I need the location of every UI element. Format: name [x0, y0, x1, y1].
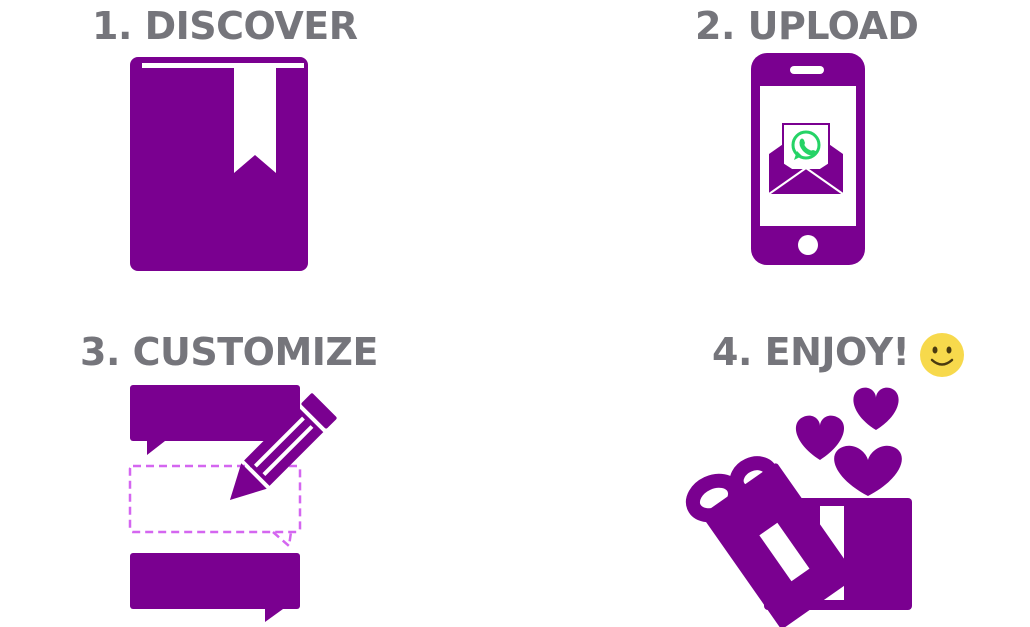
- pencil-icon: [229, 393, 337, 501]
- chat-bubble-bottom: [130, 553, 300, 622]
- step-1-title: 1. DISCOVER: [92, 4, 358, 48]
- heart-small-left: [795, 415, 845, 460]
- whatsapp-logo-icon: [791, 130, 821, 160]
- heart-center: [834, 445, 902, 496]
- phone-whatsapp-mail-icon: [751, 53, 865, 265]
- gift-bow: [685, 456, 779, 523]
- step-2-title: 2. UPLOAD: [695, 4, 919, 48]
- smiley-face-icon: [920, 333, 964, 377]
- chat-bubble-top: [130, 385, 300, 455]
- heart-top-right: [853, 387, 899, 430]
- gift-hearts-icon: [685, 387, 912, 627]
- envelope-icon: [768, 123, 844, 195]
- dashed-text-box: [128, 464, 302, 549]
- gift-lid: [702, 463, 856, 627]
- edit-chat-bubbles-icon: [128, 385, 337, 622]
- book-bookmark-icon: [130, 57, 308, 271]
- step-3-title: 3. CUSTOMIZE: [80, 330, 378, 374]
- step-4-title: 4. ENJOY!: [712, 330, 910, 374]
